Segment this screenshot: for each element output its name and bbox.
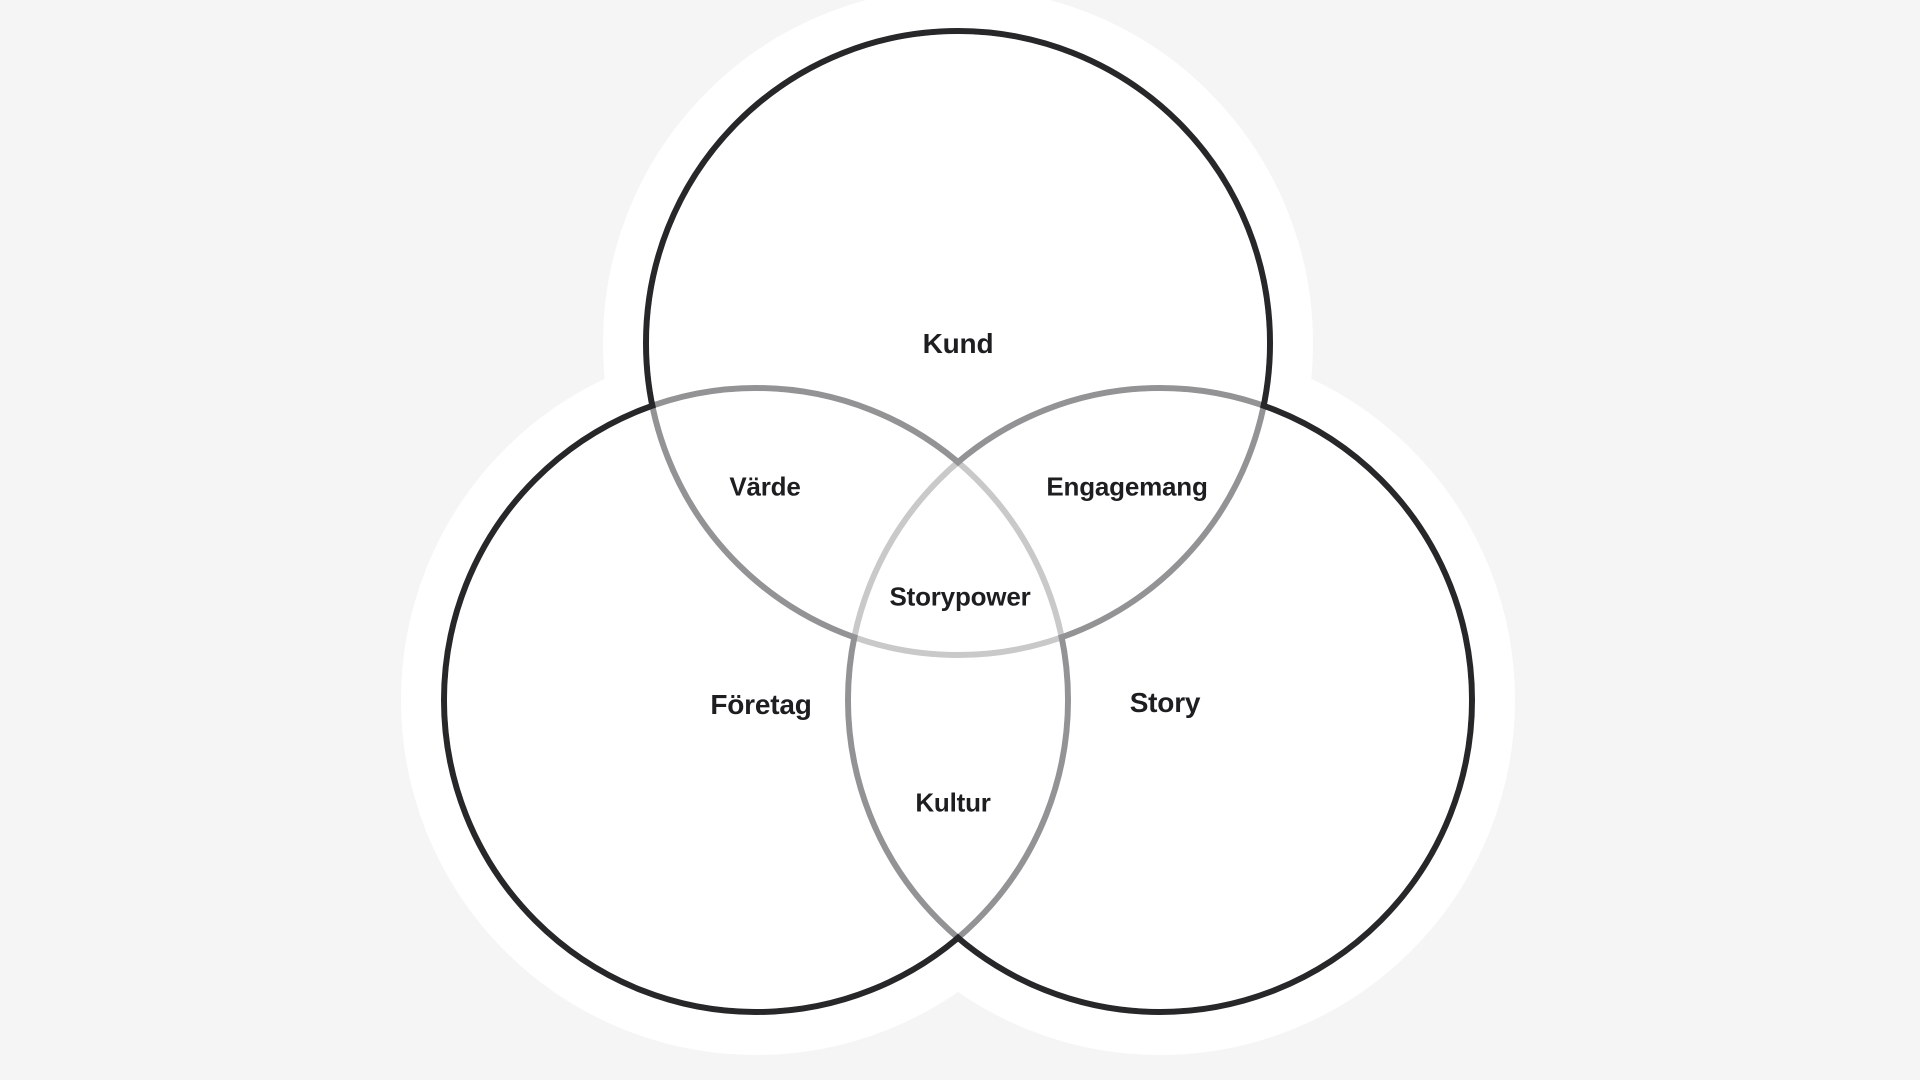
label-intersection-storypower: Storypower <box>889 581 1031 612</box>
label-set-kund: Kund <box>922 328 994 359</box>
label-intersection-varde: Värde <box>729 471 801 502</box>
label-intersection-kultur: Kultur <box>915 787 991 818</box>
overlap-shade-group <box>447 34 1469 1009</box>
label-intersection-engagemang: Engagemang <box>1046 471 1208 502</box>
label-set-story: Story <box>1129 687 1201 718</box>
overlay-story <box>851 391 1469 1009</box>
label-set-foretag: Företag <box>710 689 812 720</box>
